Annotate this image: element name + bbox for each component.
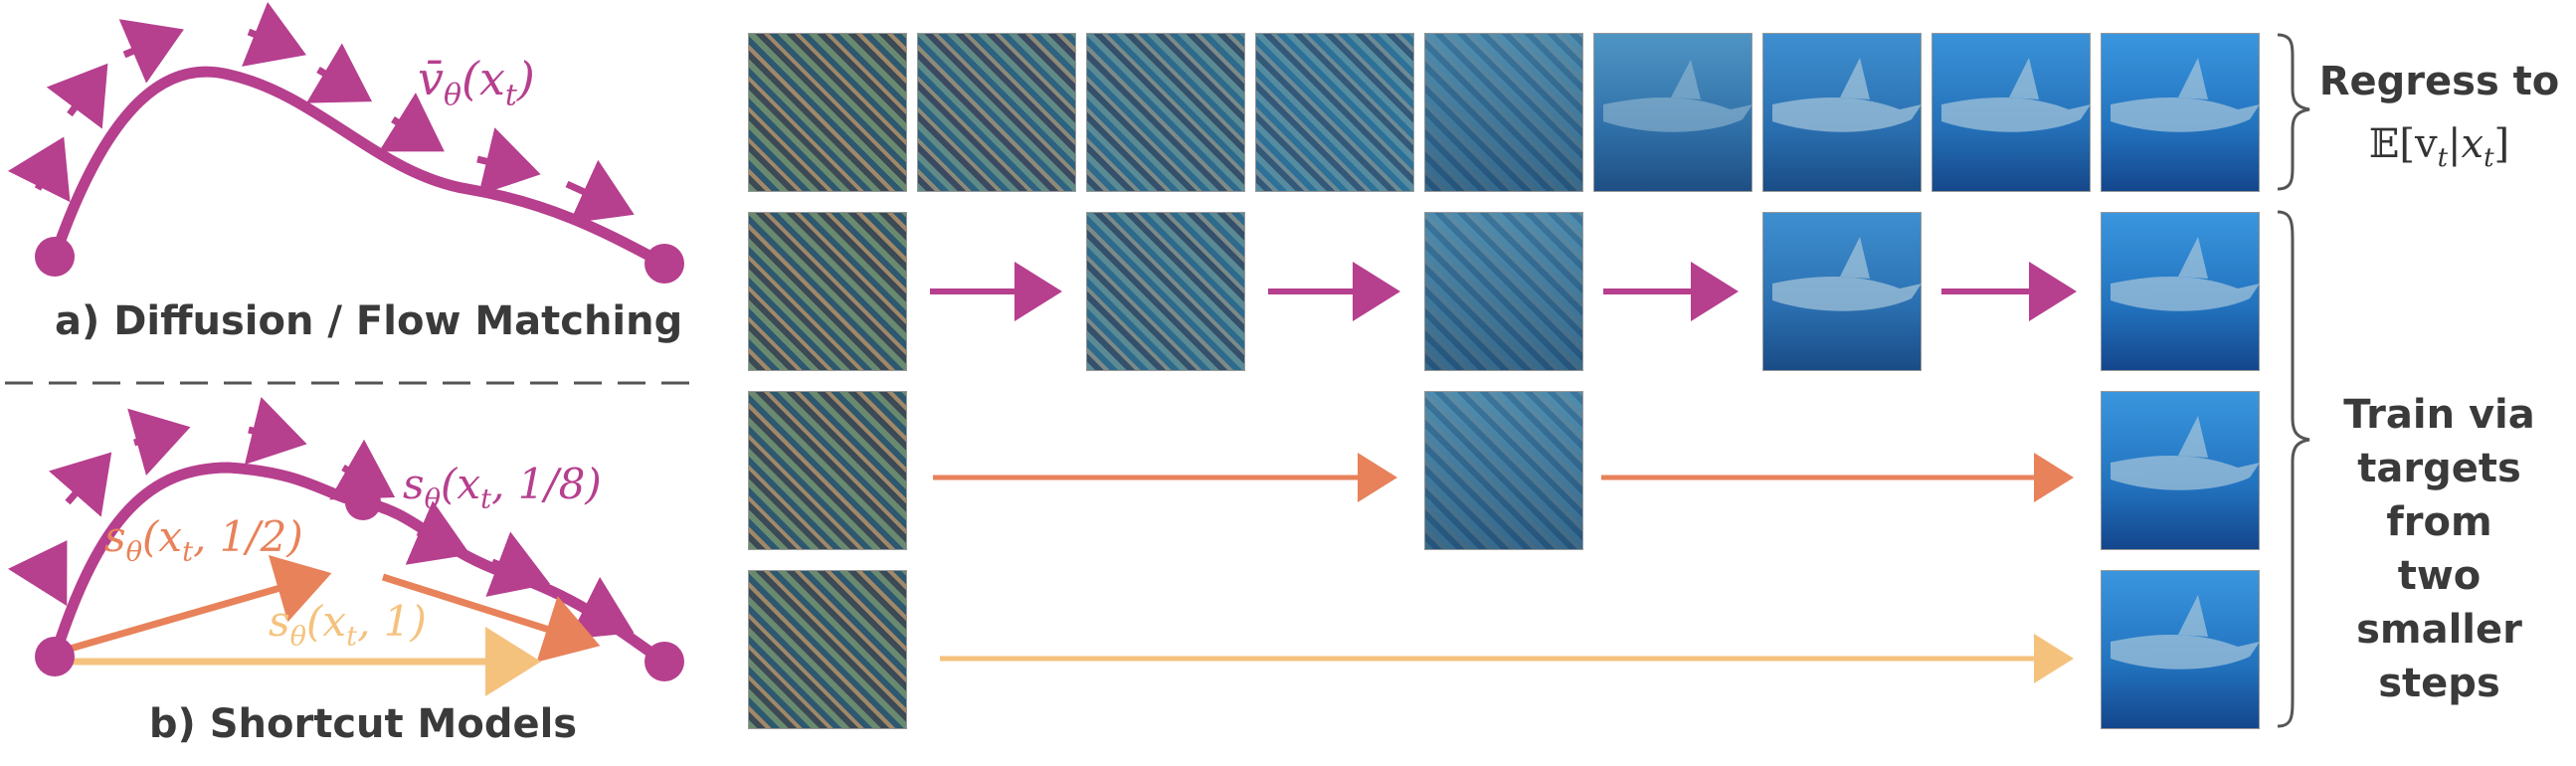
shortcut-start-dot [35, 637, 75, 676]
image-tile-step-4 [1424, 33, 1583, 192]
diffusion-caption: a) Diffusion / Flow Matching [55, 298, 683, 344]
shortcut-step-arrow [485, 531, 551, 597]
shortcut-caption: b) Shortcut Models [148, 701, 578, 747]
diffusion-step-arrow [378, 93, 445, 152]
vbar-theta-label: v̄θ(xt) [418, 52, 535, 113]
diffusion-step-arrow [118, 19, 184, 84]
s-theta-1-label: sθ(xt, 1) [269, 597, 427, 653]
s-theta-1-8-label: sθ(xt, 1/8) [403, 460, 602, 515]
image-tile-step-4 [1424, 212, 1583, 371]
diffusion-end-dot [644, 244, 684, 284]
train-brace [2277, 210, 2310, 728]
regress-label: Regress to [2318, 59, 2560, 104]
shortcut-step-arrow [49, 452, 112, 517]
shortcut-step-arrow [127, 408, 191, 477]
shortcut-half-step-arrow-1 [59, 555, 332, 656]
train-label-line: steps [2378, 661, 2500, 706]
image-tile-step-3 [1255, 33, 1414, 192]
diffusion-step-arrow [565, 159, 635, 224]
diffusion-start-dot [35, 237, 75, 277]
regress-expectation-label: 𝔼[vt|xt] [2368, 121, 2510, 174]
image-tile-step-4 [1424, 391, 1583, 550]
diffusion-step-arrow [7, 136, 71, 203]
s-theta-1-2-label: sθ(xt, 1/2) [104, 512, 303, 568]
image-tile-noise [748, 212, 907, 371]
shortcut-mid-dot [345, 484, 381, 520]
diffusion-step-arrow [46, 63, 108, 129]
shortcut-step-arrow [405, 500, 470, 565]
shortcut-half-step-arrow-2 [381, 573, 601, 663]
image-tile-noise [748, 570, 907, 729]
image-tile-noise [748, 33, 907, 192]
left-diagram [5, 1, 701, 696]
train-label-line: Train via [2343, 392, 2535, 438]
diffusion-step-arrow [476, 127, 541, 196]
shortcut-step-arrow [8, 540, 68, 607]
diffusion-small-steps [7, 1, 635, 224]
image-tile-step-1 [917, 33, 1076, 192]
regress-brace [2277, 33, 2310, 191]
diffusion-step-arrow [242, 1, 306, 67]
train-label-line: targets from [2357, 446, 2521, 545]
image-tile-noise [748, 391, 907, 550]
shortcut-step-arrow [329, 439, 396, 500]
image-tile-step-2 [1086, 33, 1245, 192]
image-tile-step-2 [1086, 212, 1245, 371]
shortcut-step-arrow [244, 397, 307, 466]
shortcut-end-dot [644, 642, 684, 681]
train-label-line: two smaller [2356, 553, 2522, 653]
diffusion-step-arrow [306, 43, 373, 103]
train-label: Train via targets from two smaller steps [2312, 388, 2566, 710]
